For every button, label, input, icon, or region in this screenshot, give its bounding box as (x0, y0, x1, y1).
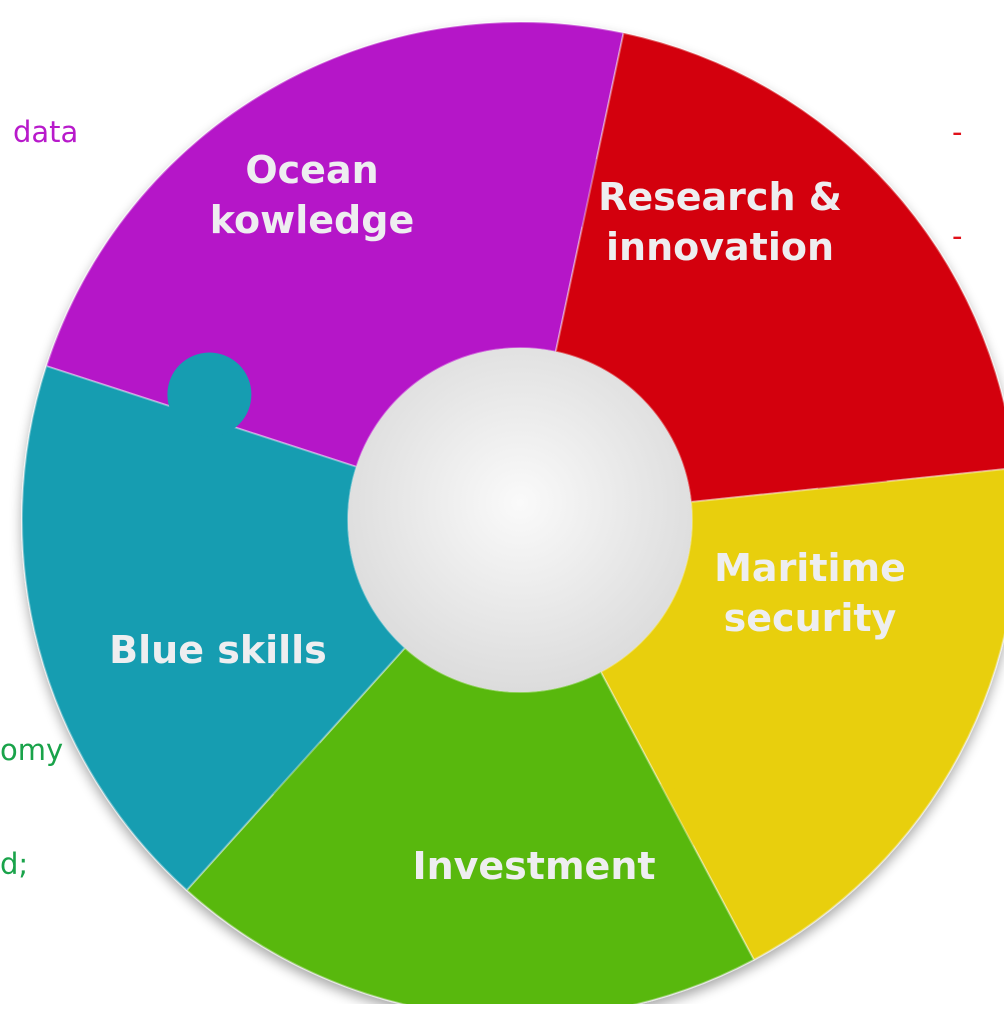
piece-label-ocean-knowledge: Ocean kowledge (210, 148, 414, 242)
piece-label-maritime-security: Maritime security (714, 546, 906, 640)
center-hole (348, 348, 692, 692)
piece-label-line: security (724, 596, 897, 640)
piece-label-research-innovation: Research & innovation (598, 175, 842, 269)
piece-label-blue-skills: Blue skills (109, 628, 327, 672)
piece-label-line: Investment (412, 844, 655, 888)
piece-label-line: Research & (598, 175, 842, 219)
piece-label-line: innovation (606, 225, 834, 269)
piece-label-line: Blue skills (109, 628, 327, 672)
piece-label-line: kowledge (210, 198, 414, 242)
side-text-dash-1: - (952, 115, 963, 149)
side-text-data: data (13, 115, 79, 149)
piece-label-line: Maritime (714, 546, 906, 590)
puzzle-knob-blue-skills (167, 352, 252, 437)
piece-label-investment: Investment (412, 844, 655, 888)
side-text-omy: omy (0, 733, 64, 767)
piece-label-line: Ocean (245, 148, 378, 192)
side-text-d: d; (0, 847, 29, 881)
side-text-dash-2: - (952, 219, 963, 253)
